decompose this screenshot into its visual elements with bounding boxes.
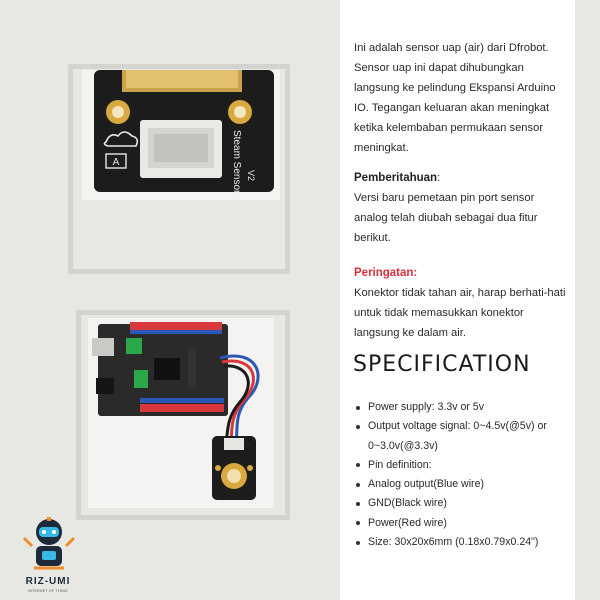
warning-block: Peringatan: Konektor tidak tahan air, ha… bbox=[354, 263, 566, 343]
steam-sensor-board-image: A Steam Sensor V2 bbox=[82, 70, 280, 200]
text-panel bbox=[340, 0, 575, 600]
top-photo-frame bbox=[68, 64, 290, 274]
spec-item: Pin definition: bbox=[354, 456, 572, 475]
arduino-with-sensor-image bbox=[88, 318, 274, 508]
logo-tagline: INTERNET OF THING bbox=[27, 589, 69, 593]
bottom-photo-frame bbox=[76, 310, 290, 520]
warning-heading: Peringatan: bbox=[354, 267, 418, 279]
silk-letter: A bbox=[113, 157, 120, 168]
logo-name: RIZ-UMI bbox=[25, 576, 71, 587]
notice-colon: : bbox=[437, 172, 441, 184]
specification-title: SPECIFICATION bbox=[353, 352, 531, 377]
robot-logo-icon bbox=[22, 517, 76, 570]
spec-item: Analog output(Blue wire) bbox=[354, 475, 572, 494]
intro-paragraph: Ini adalah sensor uap (air) dari Dfrobot… bbox=[354, 42, 556, 154]
steam-sensor-photo: A Steam Sensor V2 bbox=[82, 70, 280, 200]
warning-text: Konektor tidak tahan air, harap berhati-… bbox=[354, 287, 566, 339]
notice-heading: Pemberitahuan bbox=[354, 172, 438, 184]
silk-name: Steam Sensor bbox=[231, 130, 242, 194]
silk-version: V2 bbox=[246, 170, 256, 181]
notice-block: Pemberitahuan: Versi baru pemetaan pin p… bbox=[354, 168, 566, 248]
arduino-setup-photo bbox=[88, 318, 274, 508]
spec-item: Power supply: 3.3v or 5v bbox=[354, 398, 572, 417]
notice-text: Versi baru pemetaan pin port sensor anal… bbox=[354, 192, 538, 244]
spec-item: Size: 30x20x6mm (0.18x0.79x0.24") bbox=[354, 533, 572, 552]
spec-item: Power(Red wire) bbox=[354, 514, 572, 533]
spec-item: Output voltage signal: 0~4.5v(@5v) or 0~… bbox=[354, 417, 572, 456]
spec-item: GND(Black wire) bbox=[354, 494, 572, 513]
specification-list: Power supply: 3.3v or 5v Output voltage … bbox=[354, 398, 572, 552]
